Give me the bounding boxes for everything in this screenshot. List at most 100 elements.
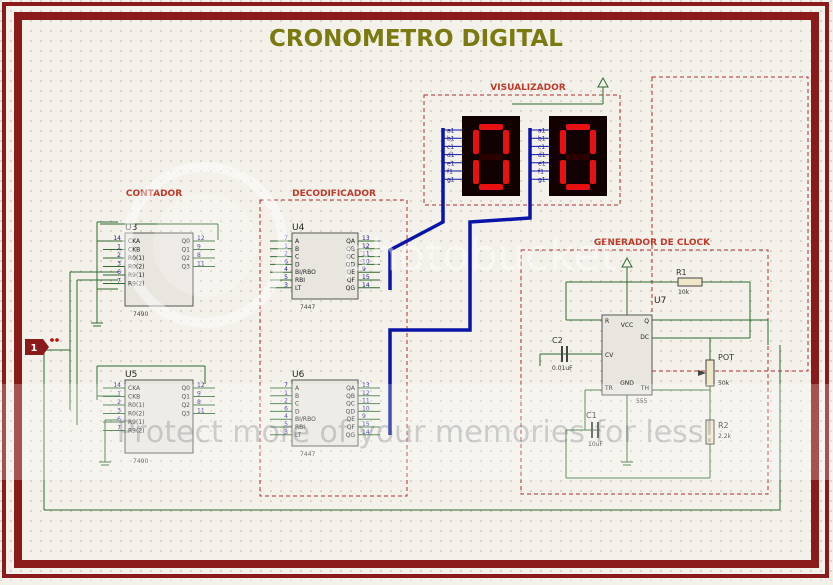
seg-label-right-e: e1 <box>538 160 546 167</box>
pin-right: QA <box>346 385 356 392</box>
pin-num: 9 <box>197 244 201 251</box>
segment-f <box>560 130 566 154</box>
section-decodificador: DECODIFICADOR <box>292 189 376 199</box>
segment-a <box>479 124 503 130</box>
segment-a <box>566 124 590 130</box>
pin-num: 11 <box>197 408 205 415</box>
pin-right: Q3 <box>181 264 190 271</box>
seg-label-right-c: c1 <box>538 144 545 151</box>
seg-label-left-b: b1 <box>447 136 455 143</box>
data-bus <box>388 128 532 435</box>
svg-text:1: 1 <box>31 343 38 354</box>
page-title: CRONOMETRO DIGITAL <box>269 26 563 52</box>
pin-left: C <box>295 254 299 261</box>
pin-left: RBI <box>295 424 305 431</box>
svg-text:50k: 50k <box>718 380 730 387</box>
segment-e <box>473 160 479 184</box>
pin-num: 14 <box>362 429 370 436</box>
pin-left: CKA <box>128 385 141 392</box>
pin-left: B <box>295 393 299 400</box>
pin-num: 5 <box>284 421 288 428</box>
pin-left: R9(2) <box>128 428 145 435</box>
pin-num: 3 <box>117 408 121 415</box>
segment-c <box>590 160 596 184</box>
pin-555: GND <box>620 380 634 387</box>
pin-right: QC <box>346 254 355 261</box>
chip-u7: U7555RVCCQDCCVTRGNDTH <box>601 296 666 405</box>
pin-555: TH <box>640 385 649 392</box>
capacitor-c1: C1 10uF <box>586 411 603 448</box>
pin-num: 12 <box>362 243 370 250</box>
chip-ref: U4 <box>292 223 305 233</box>
pin-right: Q1 <box>181 394 190 401</box>
pin-num: 11 <box>362 398 370 405</box>
pin-num: 1 <box>284 243 288 250</box>
pin-right: Q1 <box>181 247 190 254</box>
pin-num: 6 <box>284 258 288 265</box>
pin-right: Q2 <box>181 255 190 262</box>
svg-text:2.2k: 2.2k <box>718 433 732 440</box>
pin-right: Q0 <box>181 238 190 245</box>
segment-c <box>503 160 509 184</box>
pin-555: Q <box>644 318 649 325</box>
pin-num: 7 <box>284 235 288 242</box>
seg-label-left-a: a1 <box>447 128 455 135</box>
chip-part: 7447 <box>300 304 315 311</box>
pin-left: R0(1) <box>128 255 145 262</box>
sheet-border <box>2 2 829 578</box>
svg-text:0.01uF: 0.01uF <box>552 365 573 372</box>
pin-left: B <box>295 246 299 253</box>
pin-left: D <box>295 261 300 268</box>
pin-right: QE <box>346 269 355 276</box>
pin-num: 2 <box>117 252 121 259</box>
pin-555: TR <box>604 385 613 392</box>
input-terminal: 1 <box>25 338 59 355</box>
chip-ref: U7 <box>654 296 666 306</box>
svg-text:R2: R2 <box>718 421 729 430</box>
pin-555: R <box>605 318 609 325</box>
chip-ref: U5 <box>125 370 137 380</box>
pin-num: 8 <box>197 252 201 259</box>
chip-ref: U6 <box>292 370 305 380</box>
display-right-value: 0 <box>578 181 579 183</box>
pin-left: R0(1) <box>128 402 145 409</box>
chip-u6: U67447A7B1C2D6BI/RBO4RBI5LT3QA13QB12QC11… <box>270 370 380 458</box>
watermark-tagline: Protect more of your memories for less! <box>117 415 716 450</box>
watermark-brand: photobucket <box>342 230 617 281</box>
svg-text:10uF: 10uF <box>588 441 603 448</box>
pin-right: Q2 <box>181 402 190 409</box>
chip-part: 555 <box>636 398 648 405</box>
seg-label-right-d: d1 <box>538 152 546 159</box>
seg-label-right-a: a1 <box>538 128 546 135</box>
segment-g <box>566 154 590 160</box>
pin-num: 14 <box>113 235 121 242</box>
pin-num: 9 <box>197 391 201 398</box>
pin-left: BI/RBO <box>295 416 316 423</box>
pin-left: A <box>295 238 300 245</box>
capacitor-c2: C2 0.01uF <box>552 336 573 372</box>
pin-num: 3 <box>284 282 288 289</box>
pin-num: 1 <box>117 244 121 251</box>
seg-label-left-g: g1 <box>447 177 455 184</box>
pin-left: R0(2) <box>128 411 145 418</box>
pin-right: QB <box>346 393 355 400</box>
pin-left: LT <box>295 432 302 439</box>
pin-right: QC <box>346 401 355 408</box>
seven-segment-left <box>462 116 520 196</box>
pin-num: 3 <box>117 261 121 268</box>
svg-text:R1: R1 <box>676 268 687 277</box>
power-symbols <box>512 76 633 315</box>
segment-f <box>473 130 479 154</box>
pin-right: Q0 <box>181 385 190 392</box>
segment-wires <box>443 129 549 180</box>
pin-right: QF <box>347 277 356 284</box>
potentiometer: POT 50k <box>698 353 734 387</box>
pin-right: Q3 <box>181 411 190 418</box>
resistor-r1: R1 10k <box>676 268 703 296</box>
pin-left: LT <box>295 285 302 292</box>
pin-num: 13 <box>362 382 370 389</box>
chip-ref: U3 <box>125 223 137 233</box>
